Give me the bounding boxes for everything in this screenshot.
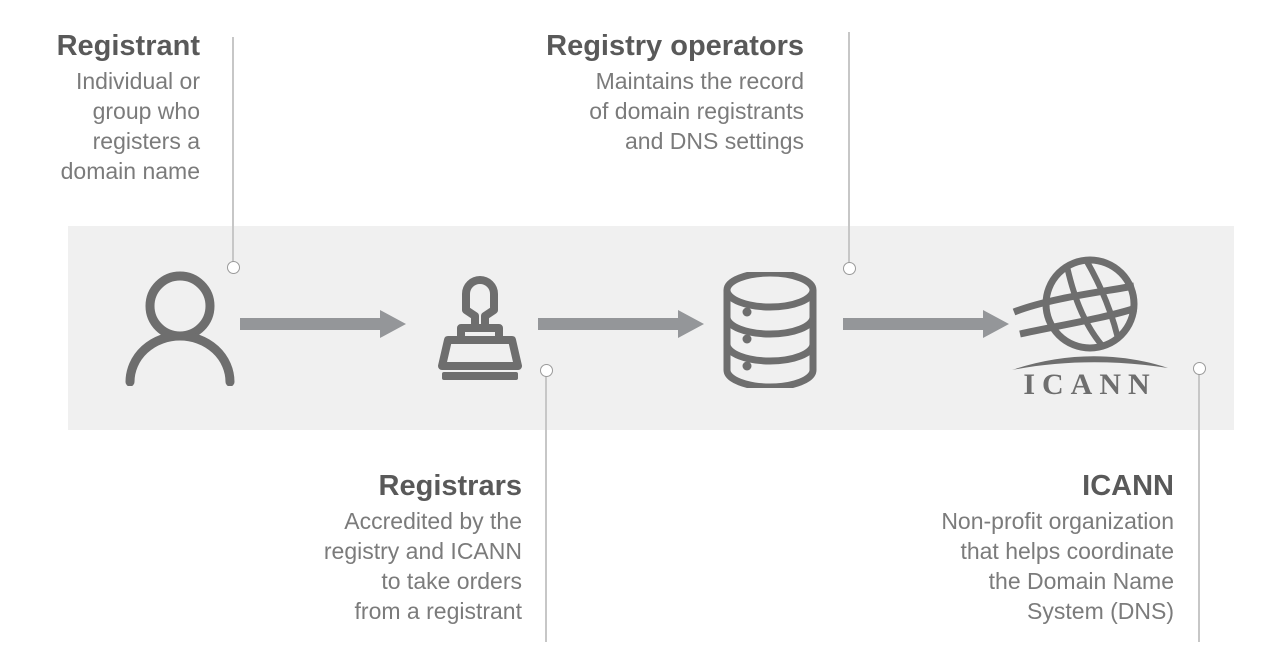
callout-icann-line-4: System (DNS)	[1027, 598, 1174, 624]
connector-line-icann	[1198, 368, 1200, 642]
database-icon	[722, 269, 818, 391]
icann-logo: ICANN	[1010, 252, 1170, 401]
arrow-registrant-to-registrar	[240, 310, 406, 338]
callout-registrars-title: Registrars	[378, 470, 522, 502]
callout-registrant-line-3: registers a	[92, 128, 200, 154]
stamp-icon	[428, 272, 532, 382]
callout-registrars-line-2: registry and ICANN	[323, 538, 522, 564]
callout-icann: ICANN Non-profit organization that helps…	[880, 468, 1174, 626]
callout-registrars: Registrars Accredited by the registry an…	[270, 468, 522, 626]
person-icon	[118, 270, 242, 387]
callout-registrars-line-1: Accredited by the	[344, 508, 522, 534]
callout-registry-operators: Registry operators Maintains the record …	[480, 28, 804, 156]
callout-registrant-title: Registrant	[56, 30, 200, 62]
connector-line-registrant	[232, 37, 234, 269]
callout-registry-operators-line-2: of domain registrants	[589, 98, 804, 124]
connector-line-registry-operators	[848, 32, 850, 270]
callout-icann-line-3: the Domain Name	[988, 568, 1174, 594]
callout-registrant-line-2: group who	[92, 98, 200, 124]
callout-registrant: Registrant Individual or group who regis…	[20, 28, 200, 186]
callout-registrant-line-1: Individual or	[75, 68, 200, 94]
callout-registry-operators-title: Registry operators	[546, 30, 804, 62]
callout-registrars-line-3: to take orders	[381, 568, 522, 594]
callout-icann-line-1: Non-profit organization	[941, 508, 1174, 534]
callout-icann-line-2: that helps coordinate	[960, 538, 1174, 564]
connector-marker-registrars	[540, 364, 553, 377]
callout-registrant-line-4: domain name	[60, 158, 200, 184]
arrow-registry-to-icann	[843, 310, 1009, 338]
callout-registry-operators-line-1: Maintains the record	[595, 68, 804, 94]
connector-marker-registry-operators	[843, 262, 856, 275]
connector-line-registrars	[545, 370, 547, 642]
callout-registrars-line-4: from a registrant	[354, 598, 522, 624]
icann-wordmark: ICANN	[1023, 368, 1156, 396]
callout-registry-operators-line-3: and DNS settings	[625, 128, 804, 154]
callout-icann-title: ICANN	[1082, 470, 1174, 502]
arrow-registrar-to-registry	[538, 310, 704, 338]
connector-marker-registrant	[227, 261, 240, 274]
connector-marker-icann	[1193, 362, 1206, 375]
